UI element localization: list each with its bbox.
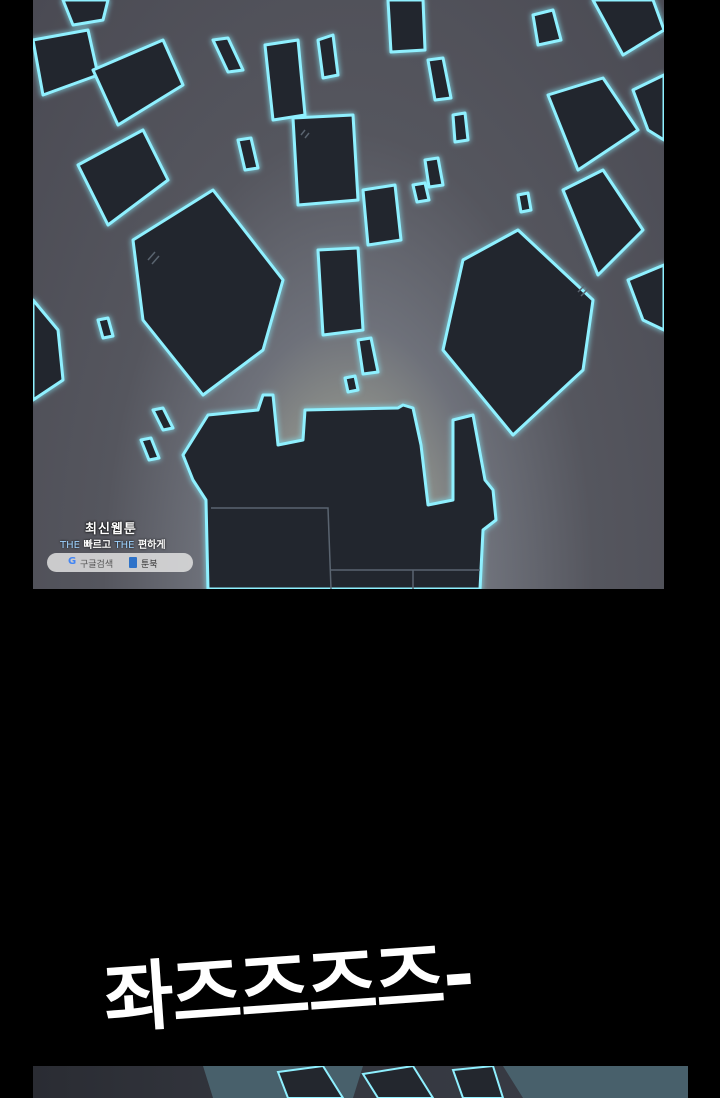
floating-cubes-illustration [33, 0, 664, 589]
watermark-search-label: 구글검색 [80, 560, 114, 570]
watermark-title: 최신웹툰 [85, 522, 137, 537]
watermark-tagline-fast: 빠르고 [83, 540, 112, 551]
site-watermark: 최신웹툰 THE 빠르고 THE 편하게 G 구글검색 툰북 [47, 518, 193, 574]
bottom-panel-illustration [203, 1066, 688, 1098]
watermark-tagline-the2: THE [114, 540, 135, 551]
sound-effect-text: 좌즈즈즈즈- [100, 929, 476, 1044]
book-icon [129, 557, 137, 568]
watermark-tagline-easy: 편하게 [137, 540, 166, 551]
comic-panel-bottom [33, 1066, 688, 1098]
watermark-brand: 툰북 [141, 560, 158, 570]
watermark-tagline-the: THE [60, 540, 80, 551]
google-icon: G [68, 556, 77, 567]
comic-panel-top: 최신웹툰 THE 빠르고 THE 편하게 G 구글검색 툰북 [33, 0, 664, 589]
watermark-tagline: THE 빠르고 THE 편하게 [60, 536, 166, 551]
watermark-search-pill: G 구글검색 툰북 [47, 553, 193, 572]
